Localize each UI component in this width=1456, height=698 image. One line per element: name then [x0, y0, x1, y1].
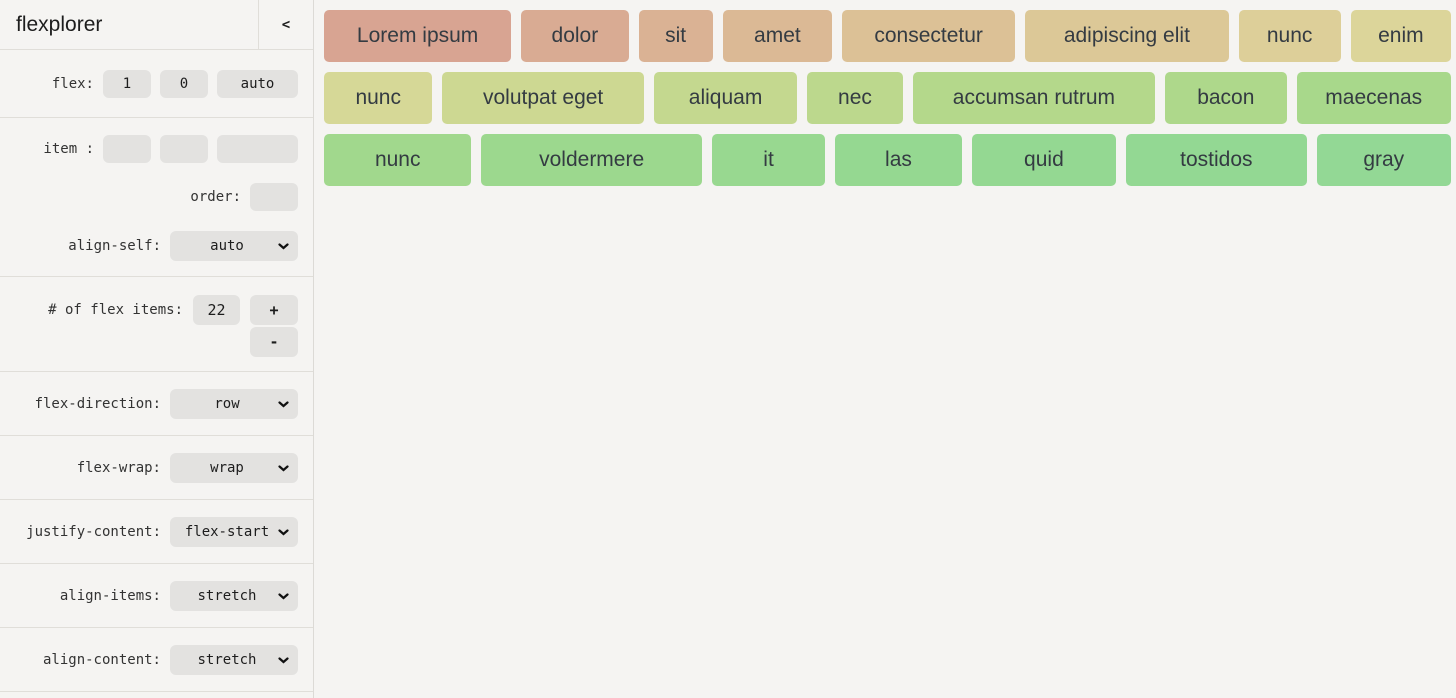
flex-item[interactable]: gray [1316, 134, 1451, 186]
item-section: item : order: align-self: auto [0, 118, 313, 277]
flex-label: flex: [51, 76, 94, 92]
flex-basis-input[interactable] [217, 70, 298, 98]
flex-count-input[interactable] [193, 295, 240, 325]
flex-shrink-input[interactable] [160, 70, 208, 98]
flex-item[interactable]: bacon [1165, 72, 1287, 124]
flex-direction-section: flex-direction: row [0, 372, 313, 436]
chevron-down-icon [278, 464, 289, 471]
flex-item[interactable]: enim [1350, 10, 1451, 62]
count-section: # of flex items: + - [0, 277, 313, 372]
flex-item[interactable]: nunc [324, 134, 472, 186]
flex-direction-select[interactable]: row [170, 389, 298, 419]
chevron-down-icon [278, 400, 289, 407]
flex-item[interactable]: it [711, 134, 826, 186]
page-title: flexplorer [16, 13, 103, 36]
flex-item[interactable]: Lorem ipsum [324, 10, 512, 62]
align-content-label: align-content: [42, 652, 161, 668]
justify-content-label: justify-content: [26, 524, 161, 540]
flex-item[interactable]: voldermere [481, 134, 702, 186]
flex-wrap-select[interactable]: wrap [170, 453, 298, 483]
flex-wrap-label: flex-wrap: [76, 460, 161, 476]
order-input[interactable] [250, 183, 298, 211]
flex-grow-input[interactable] [103, 70, 151, 98]
flex-item[interactable]: sit [638, 10, 713, 62]
align-content-section: align-content: stretch [0, 628, 313, 692]
align-items-section: align-items: stretch [0, 564, 313, 628]
item-grow-input[interactable] [103, 135, 151, 163]
justify-content-section: justify-content: flex-start [0, 500, 313, 564]
flex-item[interactable]: consectetur [842, 10, 1016, 62]
count-label: # of flex items: [48, 302, 183, 318]
chevron-down-icon [278, 656, 289, 663]
increment-button[interactable]: + [250, 295, 298, 325]
sidebar-header: flexplorer < [0, 0, 313, 50]
flex-item[interactable]: tostidos [1126, 134, 1307, 186]
align-self-select[interactable]: auto [170, 231, 298, 261]
flex-item[interactable]: las [835, 134, 962, 186]
flex-item[interactable]: dolor [521, 10, 629, 62]
flex-section: flex: [0, 50, 313, 118]
chevron-down-icon [278, 242, 289, 249]
flex-item[interactable]: amet [722, 10, 832, 62]
item-label: item : [43, 141, 94, 157]
justify-content-select[interactable]: flex-start [170, 517, 298, 547]
align-items-label: align-items: [59, 588, 161, 604]
align-self-label: align-self: [68, 238, 161, 254]
flex-item[interactable]: accumsan rutrum [912, 72, 1156, 124]
item-shrink-input[interactable] [160, 135, 208, 163]
flex-item[interactable]: nec [807, 72, 903, 124]
flex-item[interactable]: volutpat eget [442, 72, 644, 124]
align-items-select[interactable]: stretch [170, 581, 298, 611]
chevron-down-icon [278, 528, 289, 535]
collapse-sidebar-button[interactable]: < [258, 0, 313, 49]
sidebar: flexplorer < flex: item : order: align-s… [0, 0, 314, 698]
flex-item[interactable]: nunc [1238, 10, 1341, 62]
decrement-button[interactable]: - [250, 327, 298, 357]
item-basis-input[interactable] [217, 135, 298, 163]
flex-wrap-section: flex-wrap: wrap [0, 436, 313, 500]
chevron-down-icon [278, 592, 289, 599]
count-stepper: + - [250, 295, 298, 357]
flex-item[interactable]: nunc [324, 72, 433, 124]
flex-item[interactable]: aliquam [653, 72, 798, 124]
flex-direction-label: flex-direction: [34, 396, 161, 412]
align-content-select[interactable]: stretch [170, 645, 298, 675]
flex-item[interactable]: adipiscing elit [1025, 10, 1229, 62]
flex-item[interactable]: quid [971, 134, 1117, 186]
order-label: order: [190, 189, 241, 205]
flex-item[interactable]: maecenas [1296, 72, 1451, 124]
